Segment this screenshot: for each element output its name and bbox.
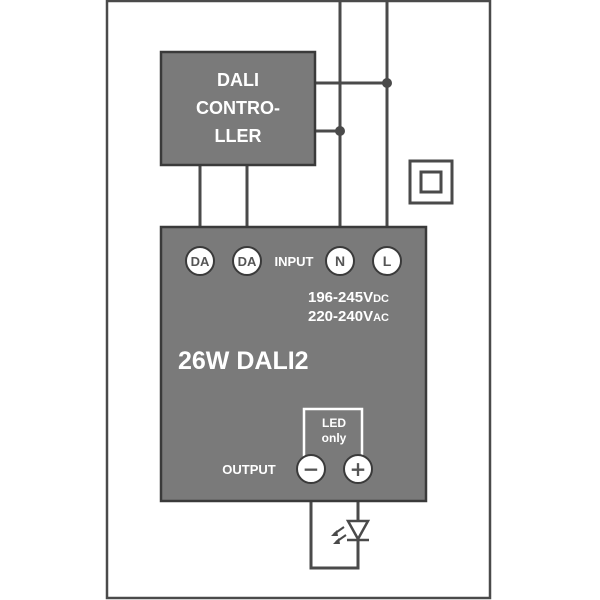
svg-text:L: L <box>383 253 392 269</box>
model-name: 26W DALI2 <box>178 347 309 375</box>
voltage-ac: 220-240VAC <box>308 308 389 325</box>
junction-dot-n <box>335 126 345 136</box>
led-only-line1: LED <box>322 416 346 430</box>
output-label: OUTPUT <box>222 462 276 477</box>
led-diode-icon <box>331 519 371 544</box>
controller-label-line1: DALI <box>217 70 259 90</box>
svg-text:DA: DA <box>191 254 210 269</box>
led-only-line2: only <box>322 431 347 445</box>
terminal-da2: DA <box>232 246 262 276</box>
terminal-minus: − <box>296 454 326 484</box>
svg-text:N: N <box>335 253 345 269</box>
svg-text:DA: DA <box>238 254 257 269</box>
dali-controller: DALI CONTRO- LLER <box>159 50 317 167</box>
terminal-l: L <box>372 246 402 276</box>
controller-label-line2: CONTRO- <box>196 98 280 118</box>
svg-text:+: + <box>350 457 367 481</box>
terminal-da1: DA <box>185 246 215 276</box>
terminal-n: N <box>325 246 355 276</box>
controller-label-line3: LLER <box>215 126 262 146</box>
input-label: INPUT <box>275 254 314 269</box>
terminal-plus: + <box>343 454 373 484</box>
voltage-dc: 196-245VDC <box>308 289 389 306</box>
led-driver: DA DA INPUT N L 196-245VDC 220-240VAC 26… <box>159 225 428 503</box>
svg-text:−: − <box>303 457 320 481</box>
double-insulation-icon <box>408 159 454 205</box>
junction-dot-l <box>382 78 392 88</box>
led-only-bracket <box>302 407 364 463</box>
